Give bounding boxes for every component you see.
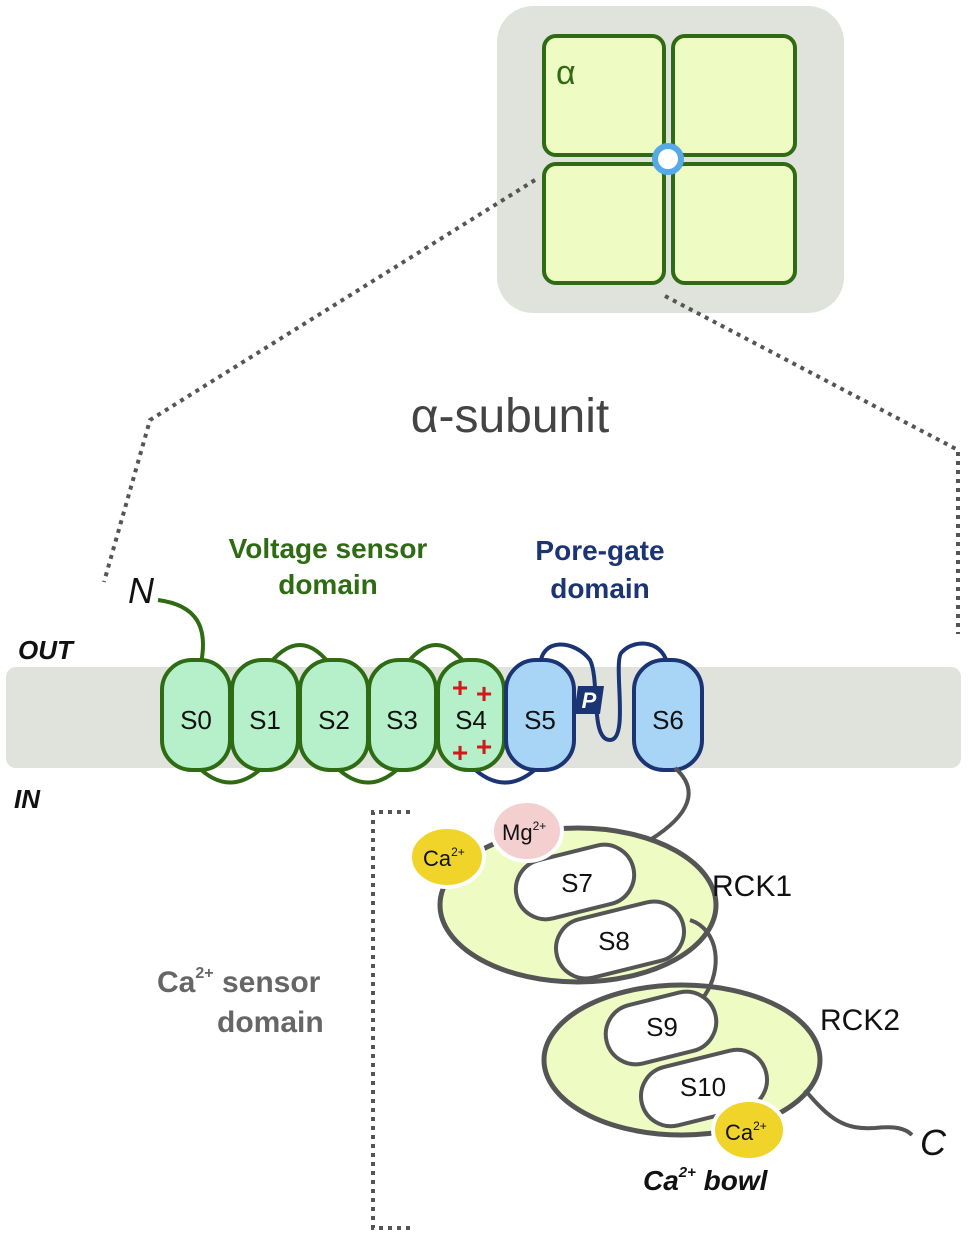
ca-sensor-bracket [371, 810, 410, 1230]
segment-s3-label: S3 [386, 705, 418, 735]
segment-s0-label: S0 [180, 705, 212, 735]
ca-ion-bowl: Ca2+ [711, 1098, 787, 1162]
ca-ion-rck1: Ca2+ [408, 825, 486, 889]
central-pore [652, 143, 684, 175]
tetramer-top-view: α [497, 6, 844, 313]
segment-s10-label: S10 [680, 1072, 726, 1102]
rck1-label: RCK1 [712, 870, 792, 903]
voltage-domain-label-line1: Voltage sensor [229, 533, 428, 564]
zoom-line-left [102, 178, 537, 583]
out-label: OUT [18, 635, 75, 665]
segment-s9 [603, 989, 719, 1067]
segment-labels: S0 S1 S2 S3 S4 S5 S6 [180, 705, 684, 735]
mg-ion-circle [490, 799, 564, 863]
alpha-subunit-square-2 [671, 34, 797, 157]
transmembrane-segments [160, 658, 704, 772]
rck2-label: RCK2 [820, 1004, 900, 1037]
alpha-subunit-square-4 [671, 162, 797, 285]
rck-segments [513, 842, 769, 1129]
zoom-line-right [664, 294, 960, 634]
ca-sensor-label-line2: domain [217, 1006, 324, 1039]
segment-s7 [513, 842, 637, 922]
segment-s6-label: S6 [652, 705, 684, 735]
s4-charge-plus: + [452, 672, 468, 703]
ca-ion-bowl-label: Ca2+ [725, 1119, 767, 1145]
mg-ion: Mg2+ [490, 799, 564, 863]
pore-domain-label-line2: domain [550, 573, 650, 604]
ca-ion-rck1-circle [408, 825, 486, 889]
segment-s2-label: S2 [318, 705, 350, 735]
p-marker: P [574, 686, 604, 714]
s4-charge-plus: + [476, 731, 492, 762]
n-terminus-label: N [128, 570, 155, 611]
mg-ion-label: Mg2+ [502, 819, 546, 845]
segment-s5 [504, 658, 576, 772]
pore-domain-label-line1: Pore-gate [535, 535, 664, 566]
in-label: IN [14, 784, 41, 814]
alpha-subunit-square-1 [542, 34, 666, 157]
ca-sensor-label-line1: Ca2+ sensor [157, 965, 321, 999]
rck-segment-labels: S7 S8 S9 S10 [561, 868, 726, 1102]
n-terminus-tail [157, 598, 205, 669]
segment-s8-label: S8 [598, 926, 630, 956]
segment-s6 [632, 658, 704, 772]
segment-s5-label: S5 [524, 705, 556, 735]
s4-positive-charges: + + + + [452, 672, 492, 768]
s4-charge-plus: + [476, 678, 492, 709]
voltage-domain-label-line2: domain [278, 569, 378, 600]
segment-s9-label: S9 [646, 1012, 678, 1042]
ca-ion-bowl-circle [711, 1098, 787, 1162]
ca-sensor-label: Ca2+ sensor domain [157, 965, 324, 1039]
zoom-lines [102, 178, 960, 634]
ca-ion-rck1-label: Ca2+ [423, 845, 465, 871]
c-terminus-label: C [920, 1122, 947, 1163]
c-terminus-tail [803, 1088, 914, 1137]
s4-charge-plus: + [452, 737, 468, 768]
segment-s7-label: S7 [561, 868, 593, 898]
alpha-label: α [556, 54, 576, 92]
p-marker-label: P [582, 688, 597, 713]
segment-s4-label: S4 [455, 705, 487, 735]
segment-s8 [554, 899, 686, 981]
segment-s1-label: S1 [249, 705, 281, 735]
p-marker-box [574, 686, 604, 714]
diagram-title: α-subunit [411, 390, 610, 443]
alpha-subunit-square-3 [542, 162, 666, 285]
ca-bowl-label: Ca2+ bowl [643, 1164, 769, 1196]
p-loop [538, 641, 670, 743]
